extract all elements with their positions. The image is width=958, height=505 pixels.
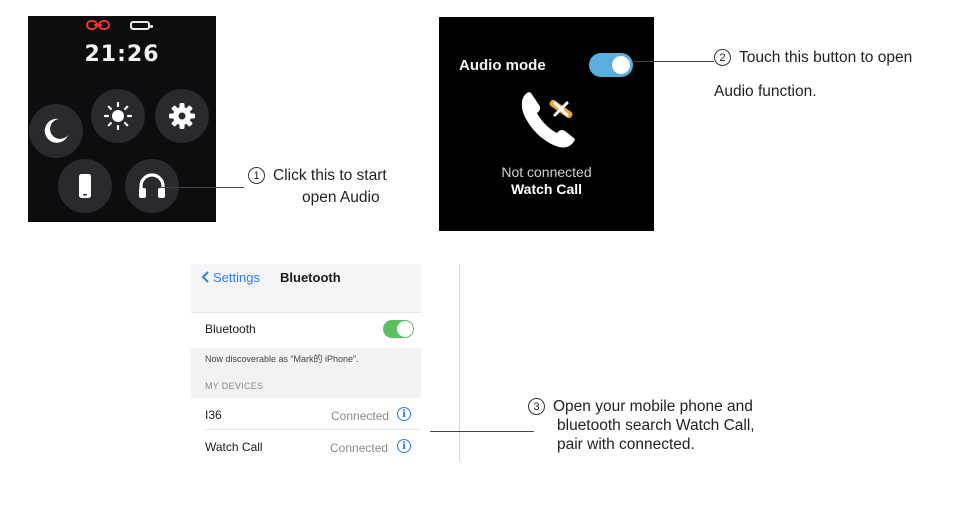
switch-knob xyxy=(397,321,413,337)
nav-bar xyxy=(191,264,421,312)
call-disconnected-icon xyxy=(521,92,575,148)
back-button[interactable]: Settings xyxy=(201,270,260,285)
device-name: Watch Call xyxy=(510,181,583,197)
audio-button[interactable] xyxy=(125,159,179,213)
chevron-left-icon xyxy=(201,271,209,283)
bluetooth-row xyxy=(191,312,421,350)
watch-time: 21:26 xyxy=(84,42,160,67)
discoverable-text: Now discoverable as “Mark的 iPhone”. xyxy=(205,354,359,364)
phone-icon xyxy=(79,174,91,198)
page-title: Bluetooth xyxy=(280,270,341,285)
callout-1-line-2: open Audio xyxy=(302,189,380,206)
battery-icon xyxy=(130,21,153,30)
device-name-i36[interactable]: I36 xyxy=(205,408,222,422)
watch-audio-mode-screen: Audio mode Not connected Watch Call xyxy=(439,17,654,231)
settings-button[interactable] xyxy=(155,89,209,143)
watch-quick-settings-screen: 21:26 xyxy=(28,16,216,222)
device-status: Connected xyxy=(331,409,390,423)
bluetooth-label: Bluetooth xyxy=(205,322,256,336)
device-status: Connected xyxy=(330,441,389,455)
callout-line-3 xyxy=(430,431,534,432)
section-background xyxy=(191,348,421,398)
link-icon xyxy=(86,20,110,30)
info-icon[interactable]: i xyxy=(397,407,411,421)
step-number-2: 2 xyxy=(714,49,731,66)
section-header: MY DEVICES xyxy=(205,381,264,391)
bluetooth-toggle[interactable] xyxy=(383,320,414,338)
callout-3-line-2: bluetooth search Watch Call, xyxy=(557,417,755,434)
step-number-1: 1 xyxy=(248,167,265,184)
info-icon[interactable]: i xyxy=(397,439,411,453)
callout-line-2 xyxy=(634,61,714,62)
row-divider xyxy=(205,429,421,430)
brightness-icon xyxy=(103,101,133,131)
audio-mode-toggle[interactable] xyxy=(589,53,633,77)
callout-2-line-2: Audio function. xyxy=(714,83,817,100)
ios-bluetooth-screen: Settings Bluetooth Bluetooth Now discove… xyxy=(191,264,459,464)
step-number-3: 3 xyxy=(528,398,545,415)
moon-icon xyxy=(44,118,68,143)
headphones-icon xyxy=(139,173,165,198)
brightness-button[interactable] xyxy=(91,89,145,143)
audio-mode-label: Audio mode xyxy=(459,57,546,74)
gear-icon xyxy=(169,103,195,129)
callout-3-line-3: pair with connected. xyxy=(557,436,695,453)
find-phone-button[interactable] xyxy=(58,159,112,213)
callout-line-1 xyxy=(160,187,244,188)
toggle-knob xyxy=(612,56,630,74)
device-name-watch-call[interactable]: Watch Call xyxy=(205,440,263,454)
screenshot-edge xyxy=(459,264,460,461)
do-not-disturb-button[interactable] xyxy=(29,104,83,158)
connection-status: Not connected xyxy=(501,164,592,180)
